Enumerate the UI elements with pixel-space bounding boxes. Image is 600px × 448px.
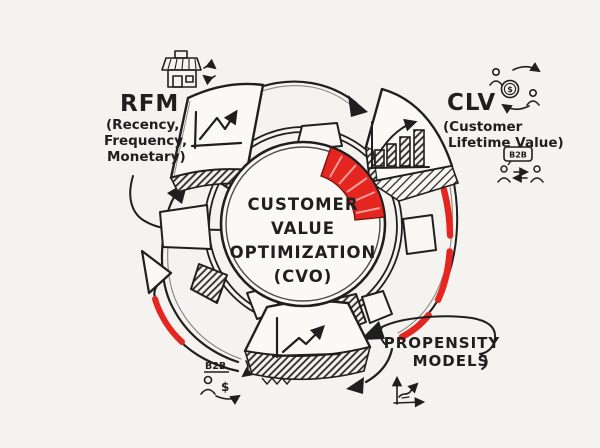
- propensity-label-group: PROPENSITY MODELS: [384, 334, 501, 370]
- bottom-wedge: [243, 300, 372, 386]
- rfm-wedge: [169, 82, 265, 193]
- b2b-left-label: B2B: [205, 361, 226, 372]
- red-dash-arc-right: [398, 186, 454, 341]
- propensity-line-2: MODELS: [413, 352, 490, 370]
- customer-cycle-icon: [489, 62, 541, 114]
- gear-tooth-bottom-right-stub: [361, 290, 393, 324]
- propensity-line-1: PROPENSITY: [384, 334, 501, 352]
- line-chart-icon: [190, 109, 243, 150]
- swap-arrows-icon: [202, 58, 217, 86]
- rfm-title: RFM: [120, 91, 179, 117]
- clv-wedge-edge: [367, 165, 460, 202]
- gear-tooth-left: [159, 204, 212, 250]
- center-line-2: VALUE: [271, 219, 335, 238]
- top-flow-arrow: [258, 80, 368, 117]
- sketch-squiggle: [261, 376, 292, 386]
- hollow-arrowhead: [140, 249, 173, 295]
- gear-tooth-right: [402, 214, 437, 255]
- mini-graph-icon: [391, 375, 426, 408]
- gear-tooth-bottom-left: [190, 263, 228, 304]
- b2b-badge-icon: B2B: [503, 146, 533, 166]
- rfm-sub-1: (Recency,: [106, 117, 179, 133]
- propensity-callout: [379, 315, 497, 370]
- clv-sub-2: Lifetime Value): [448, 135, 564, 151]
- rfm-label-group: RFM (Recency, Frequency, Monetary): [104, 91, 187, 165]
- center-line-4: (CVO): [274, 267, 333, 286]
- rfm-sub-3: Monetary): [107, 149, 186, 165]
- red-progress-arc: [320, 146, 386, 221]
- arrow-into-clv: [348, 95, 368, 117]
- store-icon: [161, 50, 202, 88]
- coin-dollar-label: $: [507, 85, 513, 94]
- propensity-swoop-arrow: [346, 347, 394, 394]
- clv-label-group: CLV (Customer Lifetime Value): [443, 90, 564, 151]
- b2b-left-dollar: $: [221, 380, 229, 394]
- b2b-badge-label: B2B: [509, 151, 527, 160]
- clv-title: CLV: [447, 90, 496, 116]
- b2b-left-icon: B2B $: [200, 360, 253, 405]
- clv-sub-1: (Customer: [443, 119, 523, 135]
- bar-chart-icon: [369, 118, 430, 169]
- center-line-1: CUSTOMER: [247, 195, 358, 214]
- red-dash-arc-left: [152, 296, 185, 345]
- b2b-exchange-icon: [497, 165, 544, 183]
- arrow-into-junction: [360, 321, 385, 340]
- clv-wedge: [364, 87, 460, 202]
- center-title: CUSTOMER VALUE OPTIMIZATION (CVO): [230, 195, 377, 286]
- center-line-3: OPTIMIZATION: [230, 243, 377, 262]
- trend-chart-icon: [271, 316, 341, 359]
- rfm-sub-2: Frequency,: [104, 133, 187, 149]
